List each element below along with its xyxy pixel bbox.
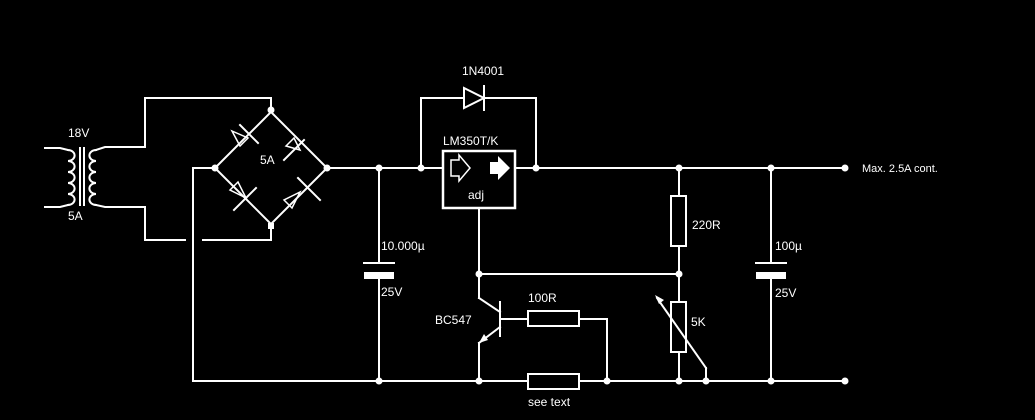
transistor-label: BC547 xyxy=(435,313,472,327)
regulator-label: LM350T/K xyxy=(443,134,498,148)
transistor-bc547 xyxy=(475,273,529,385)
cap2-value-label: 100µ xyxy=(775,239,802,253)
cap1-voltage-label: 25V xyxy=(381,285,402,299)
transformer xyxy=(44,146,146,208)
pot-label: 5K xyxy=(691,315,706,329)
capacitor-100u xyxy=(755,164,787,385)
diode-label: 1N4001 xyxy=(462,64,504,78)
capacitor-10000u xyxy=(363,167,395,385)
bridge-rating-label: 5A xyxy=(260,153,275,167)
base-resistor-label: 100R xyxy=(528,291,557,305)
wire-bridge-negative xyxy=(192,167,846,382)
resistor-100r xyxy=(527,310,611,385)
cap2-voltage-label: 25V xyxy=(775,286,796,300)
resistor-sense xyxy=(527,373,580,390)
wire-secondary-bottom xyxy=(144,206,186,241)
transformer-voltage-label: 18V xyxy=(68,126,89,140)
wire-bridge-bottom xyxy=(202,227,272,241)
potentiometer-5k xyxy=(655,295,710,385)
wire-adj xyxy=(478,207,680,275)
bridge-rectifier xyxy=(211,106,331,229)
regulator-adj-label: adj xyxy=(468,188,484,202)
output-label: Max. 2.5A cont. xyxy=(862,163,938,175)
resistor-220-label: 220R xyxy=(692,218,721,232)
output-terminal xyxy=(841,164,849,172)
diode-1n4001 xyxy=(420,85,537,169)
regulator-lm350 xyxy=(441,149,846,210)
transformer-current-label: 5A xyxy=(68,209,83,223)
wire-secondary-top xyxy=(144,97,272,148)
sense-resistor-label: see text xyxy=(528,395,571,409)
resistor-220r xyxy=(670,164,687,303)
cap1-value-label: 10.000µ xyxy=(381,239,425,253)
